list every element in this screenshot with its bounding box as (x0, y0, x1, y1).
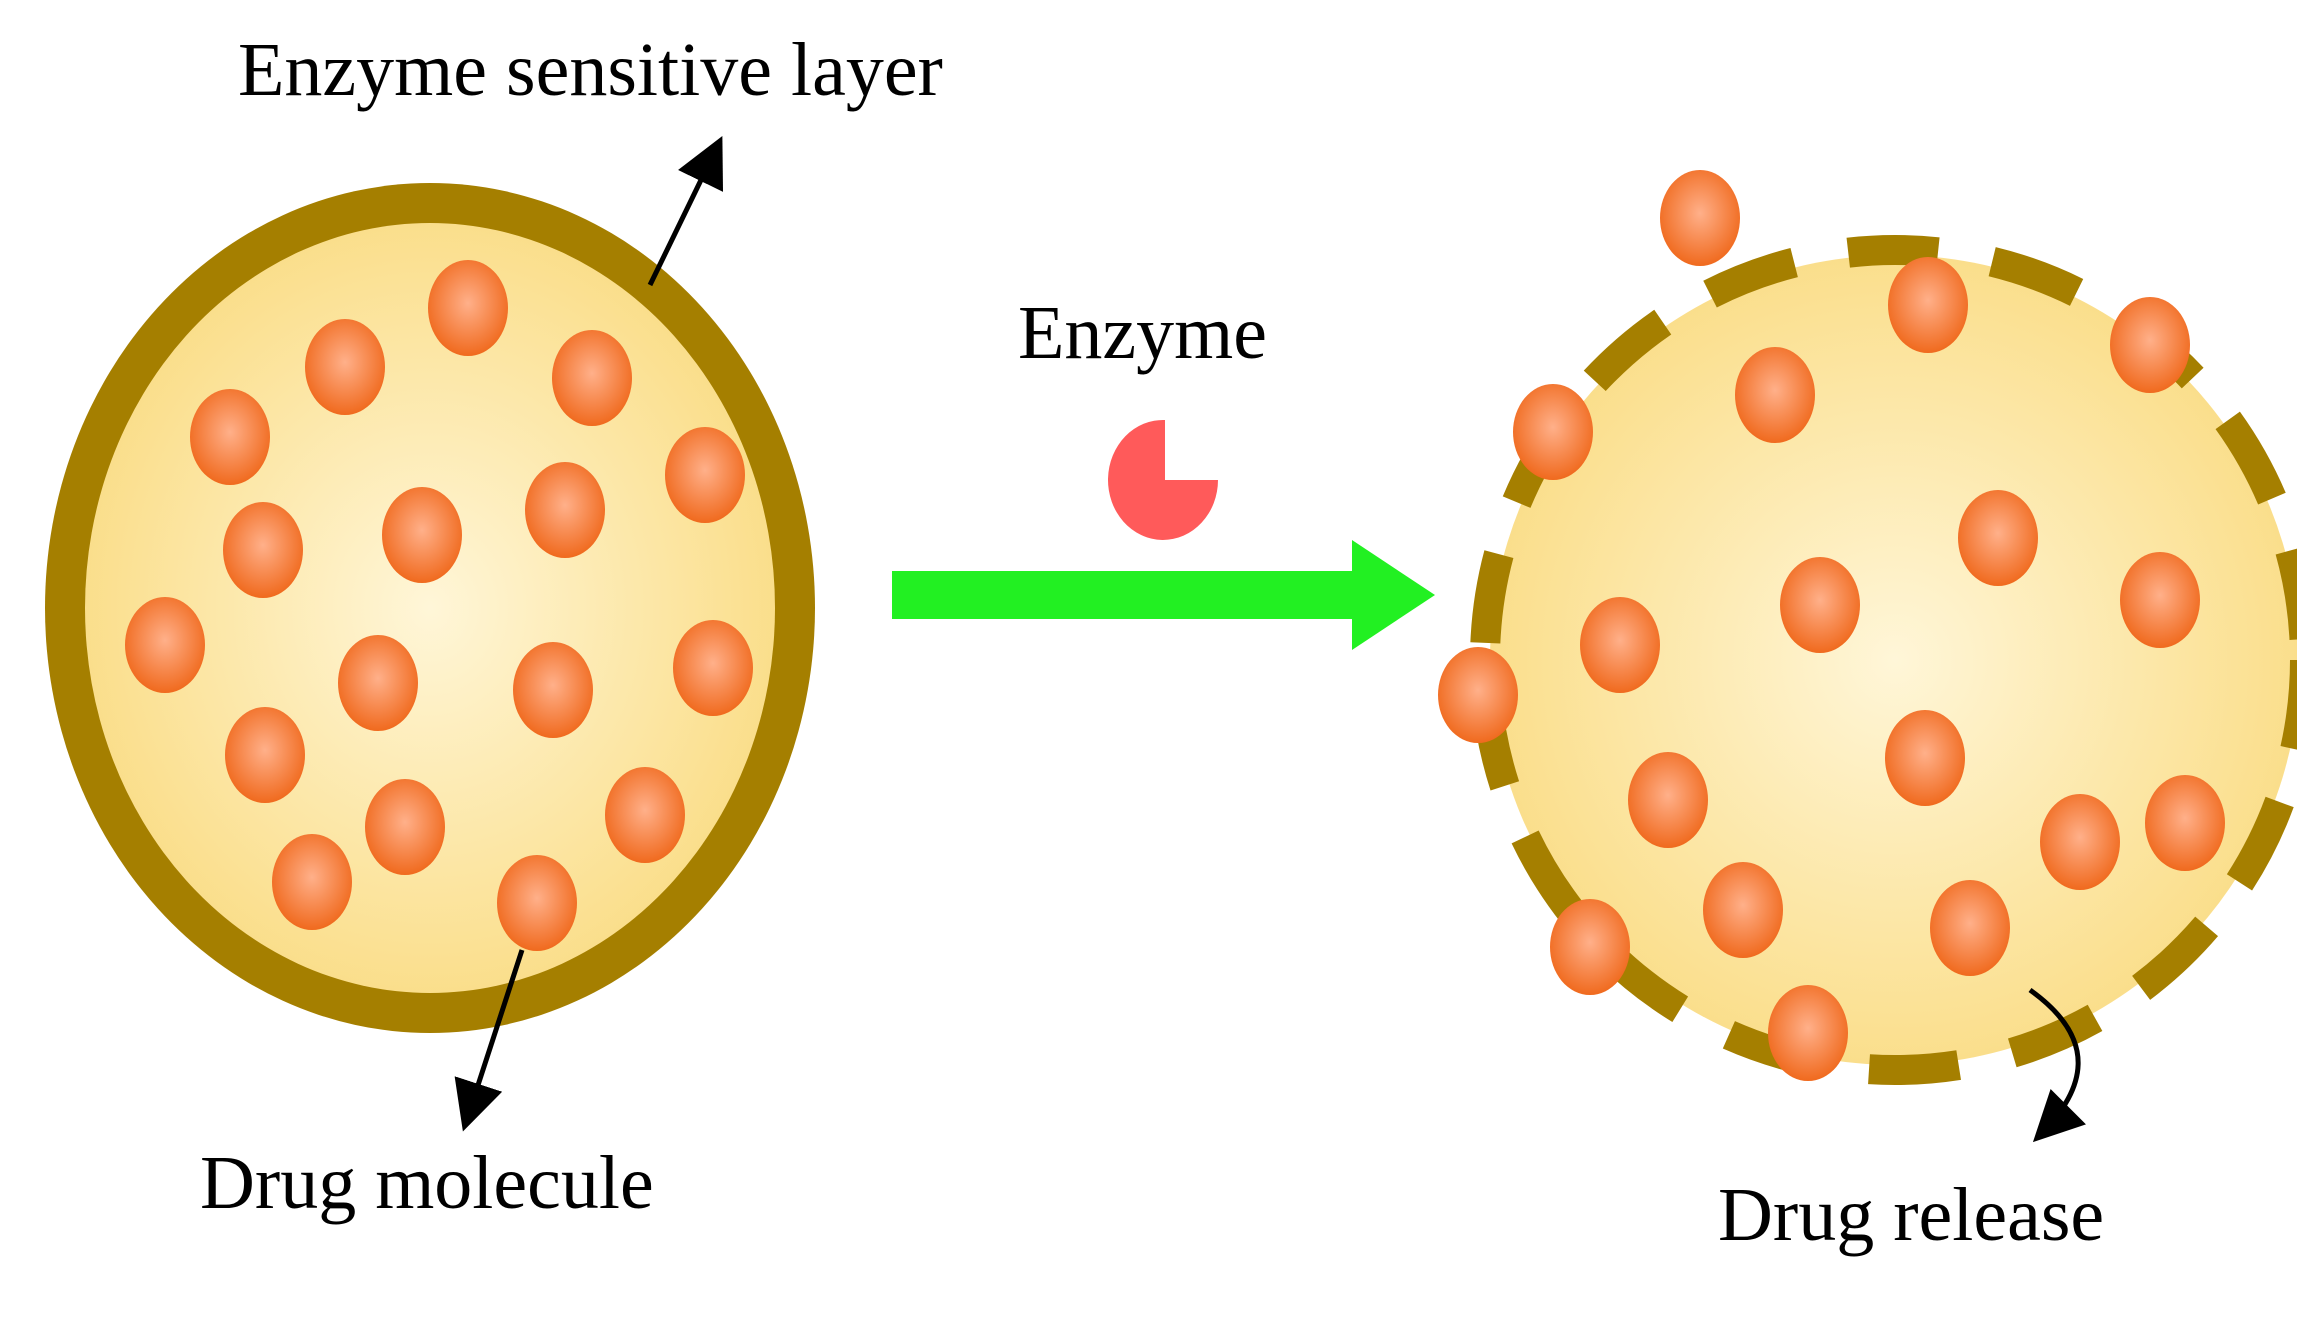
drug-molecule (665, 427, 745, 523)
drug-molecule (2040, 794, 2120, 890)
drug-molecule (1550, 899, 1630, 995)
enzyme-icon (1108, 419, 1218, 540)
drug-molecule (1958, 490, 2038, 586)
degraded-capsule (1438, 170, 2297, 1085)
drug-release-pointer-arrow (2028, 987, 2086, 1143)
label-drug-release: Drug release (1718, 1173, 2104, 1257)
layer-pointer-arrow (647, 136, 724, 287)
drug-molecule-group (125, 260, 753, 951)
drug-molecule (125, 597, 205, 693)
drug-molecule (225, 707, 305, 803)
drug-molecule (428, 260, 508, 356)
drug-molecule (1703, 862, 1783, 958)
drug-molecule (1885, 710, 1965, 806)
drug-molecule (1438, 647, 1518, 743)
drug-molecule (497, 855, 577, 951)
broken-shell-layer (1470, 235, 2297, 1085)
drug-molecule (1768, 985, 1848, 1081)
drug-molecule (1735, 347, 1815, 443)
drug-molecule (1780, 557, 1860, 653)
drug-molecule (525, 462, 605, 558)
drug-molecule (223, 502, 303, 598)
drug-molecule (673, 620, 753, 716)
drug-molecule (513, 642, 593, 738)
drug-molecule (305, 319, 385, 415)
intact-capsule (45, 183, 815, 1033)
drug-molecule (1580, 597, 1660, 693)
label-drug-molecule: Drug molecule (200, 1141, 654, 1225)
drug-molecule (1660, 170, 1740, 266)
drug-molecule (338, 635, 418, 731)
drug-molecule (2110, 297, 2190, 393)
drug-molecule (605, 767, 685, 863)
drug-molecule (1628, 752, 1708, 848)
drug-molecule (2120, 552, 2200, 648)
drug-molecule-pointer-arrow (454, 949, 525, 1132)
drug-molecule (552, 330, 632, 426)
drug-molecule (382, 487, 462, 583)
drug-molecule (1930, 880, 2010, 976)
drug-molecule (272, 834, 352, 930)
drug-molecule (2145, 775, 2225, 871)
drug-molecule (1888, 257, 1968, 353)
process-arrow (892, 540, 1435, 650)
label-enzyme-sensitive-layer: Enzyme sensitive layer (238, 28, 943, 112)
drug-molecule (1513, 384, 1593, 480)
drug-molecule-group (1438, 170, 2225, 1081)
drug-molecule (190, 389, 270, 485)
label-enzyme: Enzyme (1018, 291, 1267, 375)
drug-molecule (365, 779, 445, 875)
